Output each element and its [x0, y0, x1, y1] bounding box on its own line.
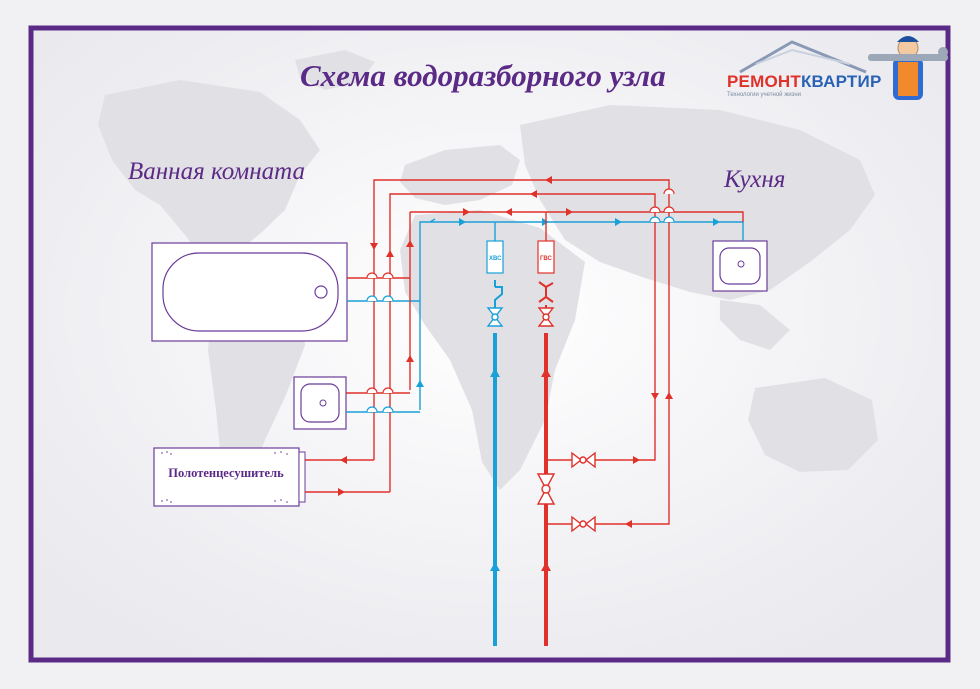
logo-tagline: Технологии учетной жизни [727, 92, 801, 98]
house-roof-icon [739, 40, 867, 74]
southeast-asia-shape [720, 300, 790, 350]
cold-water-meter-icon [486, 240, 504, 274]
towel-return-loop [389, 193, 656, 492]
cold-filter-icon [494, 280, 503, 305]
hot-valve-icon [537, 307, 555, 327]
towel-dryer-icon [153, 447, 306, 507]
greenland-shape [295, 50, 375, 90]
pipe-crossings [366, 216, 675, 413]
north-america-shape [98, 80, 320, 258]
asia-shape [520, 105, 875, 300]
plumber-mascot-icon [868, 36, 948, 100]
bathroom-sink-icon [293, 376, 347, 430]
bathtub-icon [151, 242, 348, 342]
europe-shape [400, 145, 520, 205]
hot-water-meter-icon [537, 240, 555, 274]
hot-filter-icon [538, 281, 554, 303]
cold-valve-icon [486, 307, 504, 327]
australia-shape [748, 378, 878, 472]
diagram-title: Схема водоразборного узла [300, 58, 666, 93]
bathroom-label: Ванная комната [128, 158, 305, 185]
towel-dryer-label: Полотенцесушитель [168, 466, 284, 480]
hot-bypass-valve-icon [536, 473, 556, 505]
kitchen-sink-icon [712, 240, 768, 292]
cold-meter-label: ХВС [489, 256, 502, 262]
logo-part-2: КВАРТИР [800, 72, 882, 91]
towel-loop-valve-icon [571, 451, 596, 533]
africa-shape [400, 210, 585, 490]
hot-meter-label: ГВС [540, 256, 552, 262]
hot-flow-arrows [338, 176, 673, 571]
logo-part-1: РЕМОНТ [727, 72, 801, 91]
kitchen-label: Кухня [724, 166, 786, 193]
logo-wordmark: РЕМОНТКВАРТИР [727, 72, 881, 92]
cold-distribution-pipe [419, 221, 744, 410]
